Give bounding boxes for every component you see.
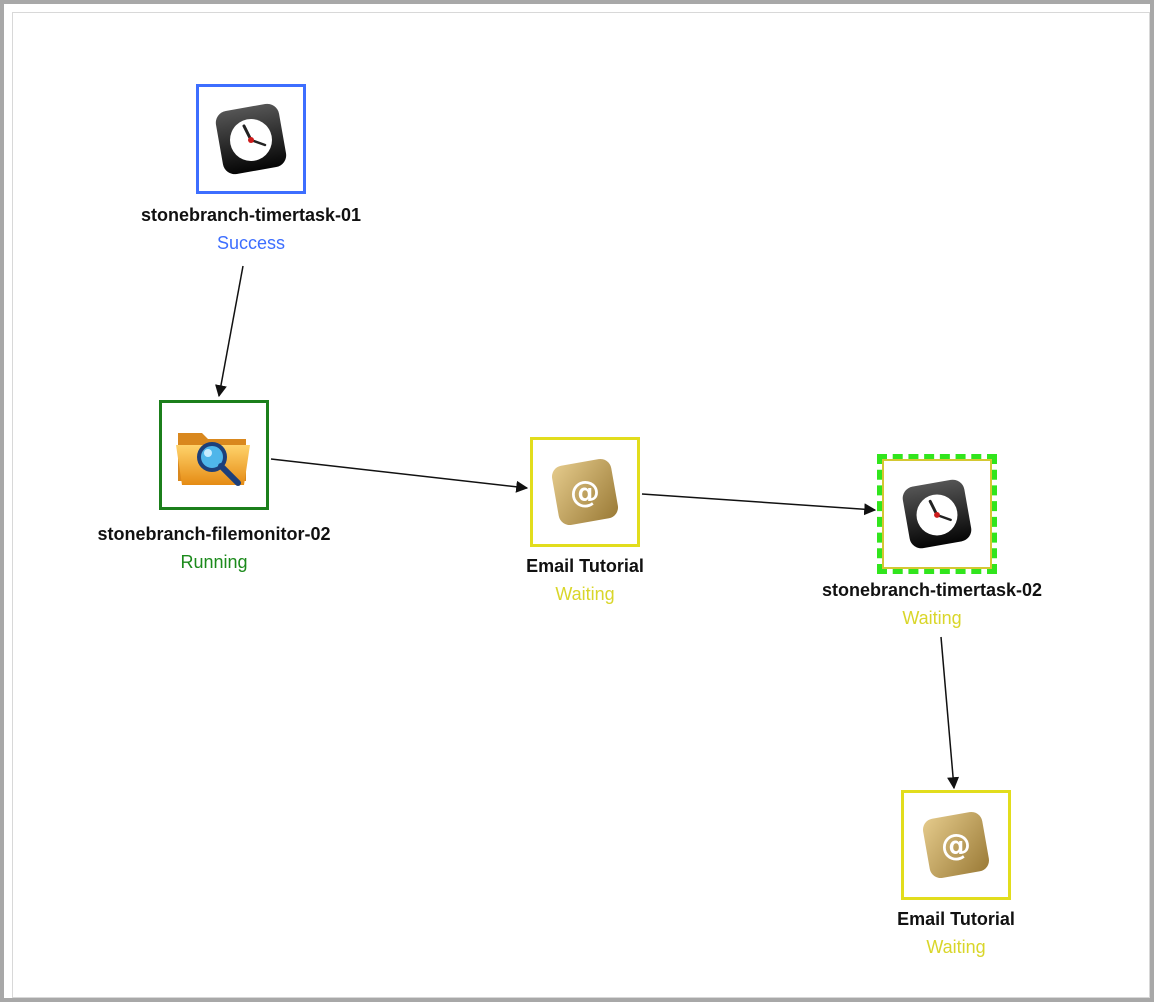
svg-text:@: @ [570,475,600,510]
task-name: stonebranch-timertask-01 [140,205,362,225]
task-name: Email Tutorial [526,556,644,576]
task-box[interactable]: @ [901,790,1011,900]
task-status: Running [180,552,248,572]
task-status: Waiting [555,584,615,604]
clock-icon [902,479,972,549]
task-status: Waiting [926,937,986,957]
task-box[interactable] [877,454,997,574]
edge-layer [215,265,960,790]
clock-icon [215,103,287,175]
task-status: Waiting [902,608,962,628]
edge-filemonitor02-email01 [270,458,529,493]
task-name: stonebranch-filemonitor-02 [97,524,331,544]
task-box[interactable]: @ [530,437,640,547]
task-name: stonebranch-timertask-02 [821,580,1043,600]
edge-timertask01-filemonitor02 [215,265,244,398]
folder-search-icon [176,433,250,486]
edge-email01-timertask02 [641,493,877,516]
email-at-icon: @ [922,811,990,879]
task-box[interactable] [196,84,306,194]
email-at-icon: @ [551,458,619,526]
task-status: Success [216,233,286,253]
task-name: Email Tutorial [897,909,1015,929]
task-box[interactable] [159,400,269,510]
workflow-canvas[interactable]: stonebranch-timertask-01 Success [12,12,1150,998]
svg-text:@: @ [941,828,971,863]
edge-timertask02-email02 [940,636,960,790]
